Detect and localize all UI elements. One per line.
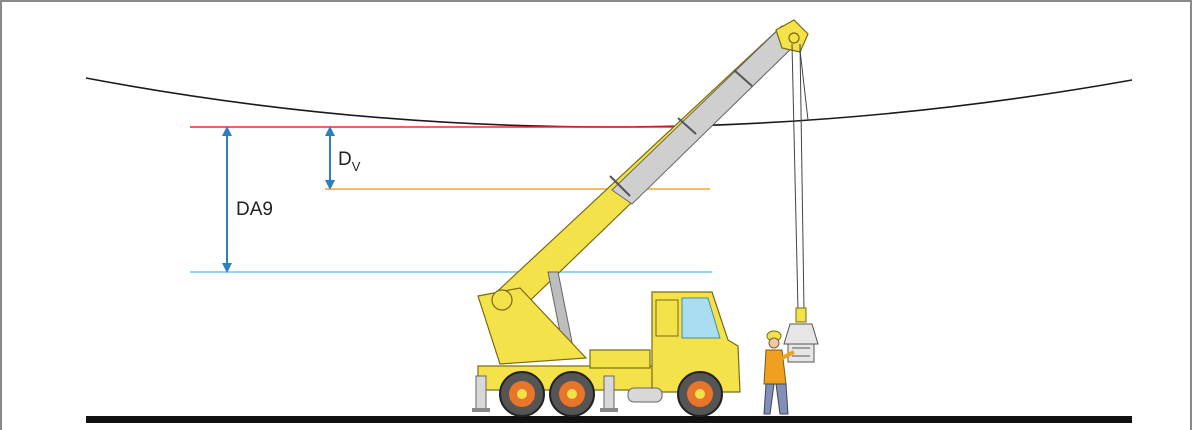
load-block-icon xyxy=(783,307,819,363)
ground-line xyxy=(86,416,1132,423)
da9-label: DA9 xyxy=(236,199,273,220)
worker-icon xyxy=(763,330,795,415)
wheel-rear-2 xyxy=(549,371,595,417)
overhead-conductor xyxy=(85,77,1133,128)
wheel-front xyxy=(677,371,723,417)
wheel-rear-1 xyxy=(499,371,545,417)
crane-truck-icon xyxy=(472,19,809,417)
dv-label: DV xyxy=(338,149,361,174)
